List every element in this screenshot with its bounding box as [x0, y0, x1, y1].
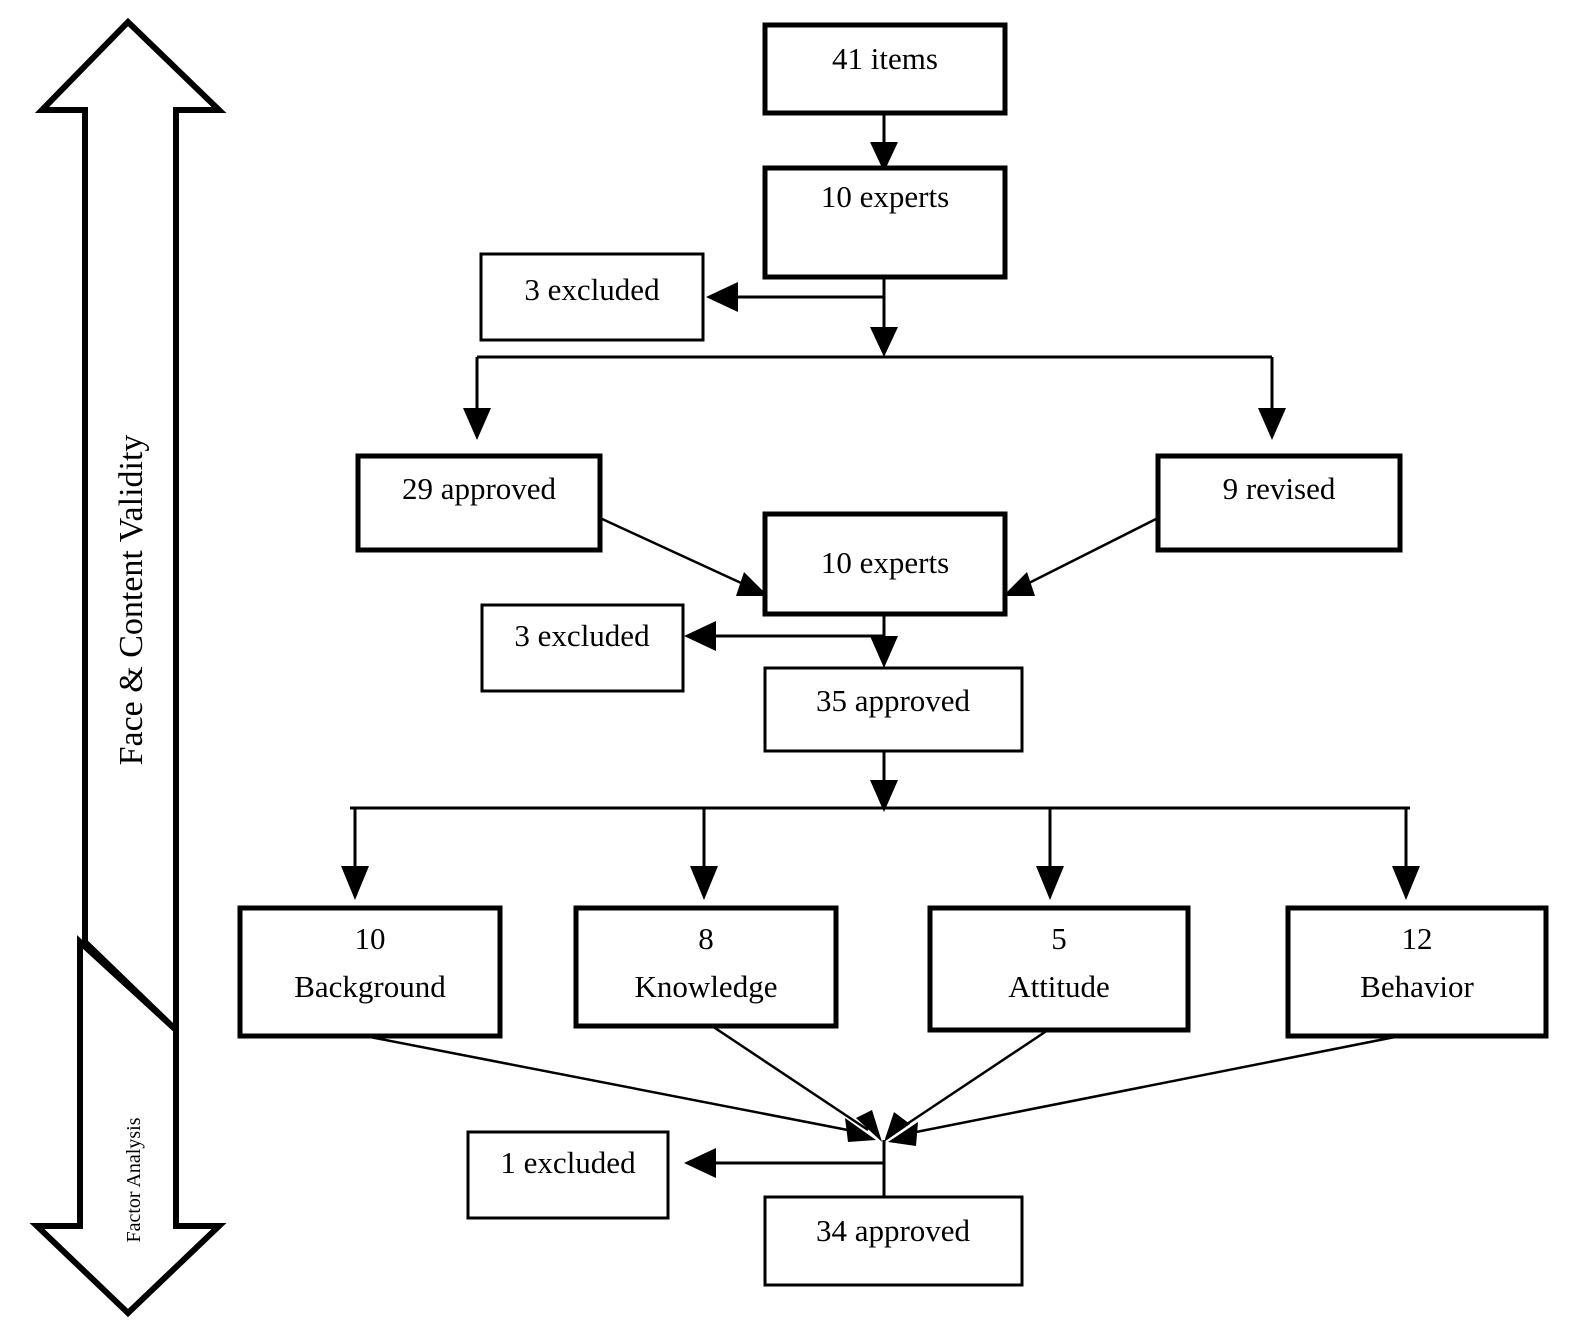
node-domain-attitude-box[interactable] — [927, 905, 1191, 1033]
edge-background-to-merge — [369, 1035, 859, 1134]
arrowhead-drop-knowledge — [690, 866, 718, 900]
band-factor-analysis-label: Factor Analysis — [123, 1117, 145, 1242]
node-domain-behavior[interactable]: 12 Behavior — [1285, 905, 1549, 1039]
arrowhead-behavior-to-merge — [888, 1122, 918, 1146]
node-items-41-box[interactable] — [762, 22, 1008, 116]
arrowhead-experts10a-trunk — [870, 327, 898, 357]
node-excluded-3-a[interactable]: 3 excluded — [479, 252, 705, 342]
node-domain-background[interactable]: 10 Background — [237, 905, 503, 1039]
arrowhead-merge-to-excluded1 — [684, 1148, 716, 1178]
arrowhead-background-to-merge — [845, 1118, 876, 1142]
node-domain-behavior-box[interactable] — [1285, 905, 1549, 1039]
arrowhead-experts10b-to-approved35 — [870, 636, 898, 668]
node-approved-35[interactable]: 35 approved — [763, 666, 1024, 753]
node-revised-9-label: 9 revised — [1223, 471, 1336, 506]
band-face-content-validity-label: Face & Content Validity — [113, 435, 150, 766]
node-experts-10-b[interactable]: 10 experts — [762, 511, 1008, 617]
node-domain-behavior-label: Behavior — [1360, 969, 1474, 1004]
node-items-41[interactable]: 41 items — [762, 22, 1008, 116]
band-factor-analysis-shape — [29, 935, 227, 1318]
edge-attitude-to-merge — [897, 1028, 1049, 1132]
node-approved-29[interactable]: 29 approved — [355, 453, 603, 553]
node-approved-34-label: 34 approved — [816, 1213, 971, 1248]
node-experts-10-b-box[interactable] — [762, 511, 1008, 617]
node-domain-attitude-count: 5 — [1051, 921, 1067, 956]
node-excluded-1[interactable]: 1 excluded — [466, 1130, 670, 1220]
node-excluded-3-a-box[interactable] — [479, 252, 705, 342]
node-excluded-3-b-box[interactable] — [480, 603, 685, 693]
arrowhead-experts10a-to-excluded3a — [706, 282, 738, 312]
arrowhead-approved35-trunk — [870, 780, 898, 812]
node-domain-attitude-label: Attitude — [1008, 969, 1110, 1004]
arrowhead-drop-attitude — [1036, 866, 1064, 900]
node-domain-knowledge-count: 8 — [698, 921, 714, 956]
node-excluded-3-b-label: 3 excluded — [514, 618, 650, 653]
node-domain-behavior-count: 12 — [1402, 921, 1433, 956]
node-excluded-3-a-label: 3 excluded — [524, 272, 660, 307]
node-approved-35-label: 35 approved — [816, 683, 971, 718]
band-factor-analysis: Factor Analysis — [29, 935, 227, 1318]
band-face-content-validity: Face & Content Validity — [34, 17, 227, 1038]
edge-revised9-to-experts10b — [1018, 516, 1159, 590]
node-domain-attitude[interactable]: 5 Attitude — [927, 905, 1191, 1033]
node-approved-35-box[interactable] — [763, 666, 1024, 753]
edge-behavior-to-merge — [905, 1035, 1396, 1136]
nodes-layer: 41 items 10 experts 3 excluded 29 approv… — [237, 22, 1549, 1287]
arrowhead-revised9-to-experts10b — [1003, 572, 1035, 596]
node-items-41-label: 41 items — [832, 41, 938, 76]
arrowhead-drop-background — [341, 866, 369, 900]
node-experts-10-a-label: 10 experts — [821, 179, 949, 214]
node-experts-10-a-box[interactable] — [762, 165, 1008, 280]
node-approved-29-label: 29 approved — [402, 471, 557, 506]
arrowhead-items41-to-experts10a — [870, 142, 898, 172]
node-revised-9[interactable]: 9 revised — [1155, 453, 1403, 553]
arrowhead-approved29-to-experts10b — [736, 572, 768, 596]
node-approved-29-box[interactable] — [355, 453, 603, 553]
arrowhead-attitude-to-merge — [884, 1112, 910, 1142]
node-domain-background-count: 10 — [355, 921, 386, 956]
arrowhead-knowledge-to-merge — [856, 1110, 882, 1142]
node-experts-10-a[interactable]: 10 experts — [762, 165, 1008, 280]
node-domain-knowledge-label: Knowledge — [635, 969, 778, 1004]
arrowhead-split-to-approved29 — [463, 408, 491, 440]
node-approved-34[interactable]: 34 approved — [763, 1195, 1024, 1287]
edge-knowledge-to-merge — [705, 1020, 869, 1132]
arrowhead-split-to-revised9 — [1258, 408, 1286, 440]
arrowhead-drop-behavior — [1392, 866, 1420, 900]
node-experts-10-b-label: 10 experts — [821, 545, 949, 580]
node-domain-knowledge[interactable]: 8 Knowledge — [573, 905, 839, 1029]
node-revised-9-box[interactable] — [1155, 453, 1403, 553]
arrowhead-experts10b-to-excluded3b — [684, 621, 716, 651]
node-domain-background-box[interactable] — [237, 905, 503, 1039]
edges-layer — [341, 113, 1420, 1197]
node-excluded-1-box[interactable] — [466, 1130, 670, 1220]
node-domain-background-label: Background — [294, 969, 446, 1004]
node-approved-34-box[interactable] — [763, 1195, 1024, 1287]
node-excluded-3-b[interactable]: 3 excluded — [480, 603, 685, 693]
node-excluded-1-label: 1 excluded — [500, 1145, 636, 1180]
node-domain-knowledge-box[interactable] — [573, 905, 839, 1029]
edge-approved29-to-experts10b — [599, 516, 753, 590]
